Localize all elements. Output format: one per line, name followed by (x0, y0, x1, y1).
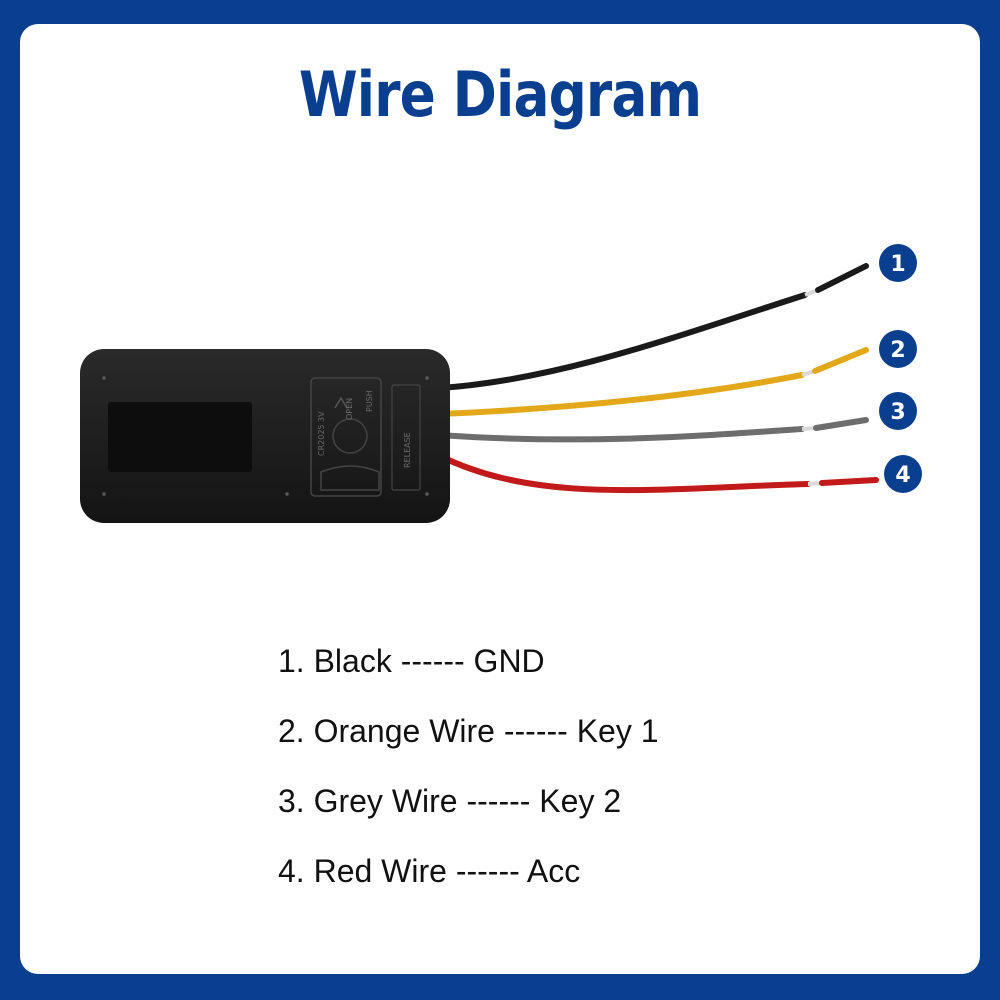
badge-2-number: 2 (890, 338, 905, 363)
wire-red (437, 453, 879, 494)
badge-2: 2 (879, 330, 917, 368)
device-window (108, 402, 252, 472)
wire-legend: 1. Black ------ GND 2. Orange Wire -----… (278, 638, 659, 918)
legend-item-4: 4. Red Wire ------ Acc (278, 853, 581, 889)
wire-grey (437, 417, 869, 443)
legend-item-3: 3. Grey Wire ------ Key 2 (278, 783, 622, 819)
screw-dot (285, 492, 289, 496)
legend-item-1: 1. Black ------ GND (278, 643, 545, 679)
screw-dot (102, 376, 106, 380)
screw-dot (425, 376, 429, 380)
badge-1: 1 (879, 244, 917, 282)
device-print-battery: CR2025 3V (317, 411, 326, 456)
badge-1-number: 1 (890, 252, 905, 277)
badge-3: 3 (879, 392, 917, 430)
open-arrow-icon (334, 396, 348, 409)
wire-black (437, 263, 869, 391)
battery-cover (310, 377, 382, 497)
device-print-release: RELEASE (403, 432, 412, 468)
badge-4-number: 4 (895, 463, 910, 488)
screw-dot (102, 492, 106, 496)
device-print-open: OPEN (345, 398, 354, 420)
device-print-push: PUSH (365, 390, 374, 412)
legend-item-2: 2. Orange Wire ------ Key 1 (278, 713, 659, 749)
device-module: CR2025 3V OPEN PUSH RELEASE (80, 349, 450, 523)
release-button-outline (391, 384, 421, 491)
screw-dot (425, 492, 429, 496)
battery-cover-dial (332, 418, 368, 454)
wire-orange (437, 347, 869, 417)
page-title: Wire Diagram (298, 58, 702, 131)
device-body (80, 349, 450, 523)
badge-3-number: 3 (890, 400, 905, 425)
badge-4: 4 (884, 455, 922, 493)
